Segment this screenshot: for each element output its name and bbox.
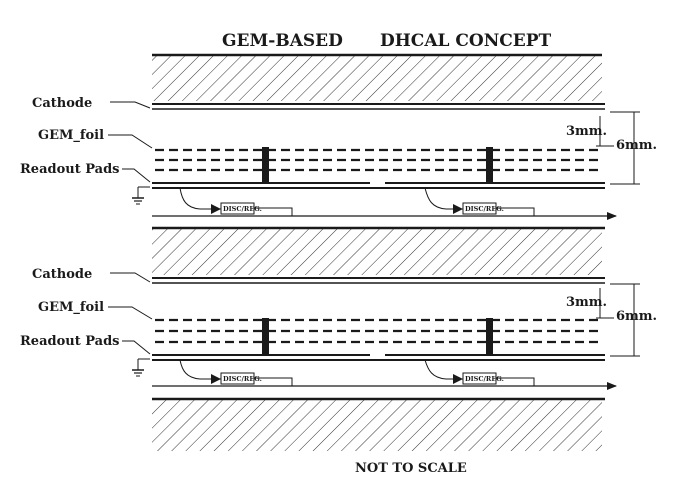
readout-pads-label-2: Readout Pads: [20, 334, 120, 349]
dimension-total-label-2: 6mm.: [616, 309, 657, 324]
absorber-plate-top: [152, 53, 602, 101]
detector-chamber-1: Cathode GEM_foil Readout Pads 3mm. 6mm. …: [20, 96, 657, 220]
ground-icon: [132, 186, 150, 205]
readout-pads-label-1: Readout Pads: [20, 162, 120, 177]
absorber-plate-middle: [152, 226, 605, 275]
cathode-label-1: Cathode: [32, 96, 92, 111]
gem-foil-label-2: GEM_foil: [38, 300, 104, 315]
disc-reg-label-1b: DISC/REG.: [465, 205, 504, 213]
dimension-gap-label-2: 3mm.: [566, 295, 607, 310]
spacer-post-1a: [262, 147, 269, 184]
disc-reg-label-2b: DISC/REG.: [465, 375, 504, 383]
detector-chamber-2: Cathode GEM_foil Readout Pads 3mm. 6mm. …: [20, 267, 657, 390]
arrow-icon: [453, 374, 463, 384]
spacer-post-2b: [486, 318, 493, 356]
disc-reg-label-1a: DISC/REG.: [223, 205, 262, 213]
diagram-title-left: GEM-BASED: [222, 31, 343, 51]
diagram-title-right: DHCAL CONCEPT: [380, 31, 552, 51]
not-to-scale-note: NOT TO SCALE: [355, 461, 467, 476]
disc-reg-label-2a: DISC/REG.: [223, 375, 262, 383]
arrow-icon: [211, 374, 221, 384]
ground-icon: [132, 358, 150, 377]
gem-foil-label-1: GEM_foil: [38, 128, 104, 143]
dimension-total-label-1: 6mm.: [616, 138, 657, 153]
cathode-label-2: Cathode: [32, 267, 92, 282]
arrow-icon: [211, 204, 221, 214]
absorber-plate-bottom: [152, 397, 605, 451]
spacer-post-2a: [262, 318, 269, 356]
spacer-post-1b: [486, 147, 493, 184]
arrow-icon: [453, 204, 463, 214]
dimension-gap-label-1: 3mm.: [566, 124, 607, 139]
